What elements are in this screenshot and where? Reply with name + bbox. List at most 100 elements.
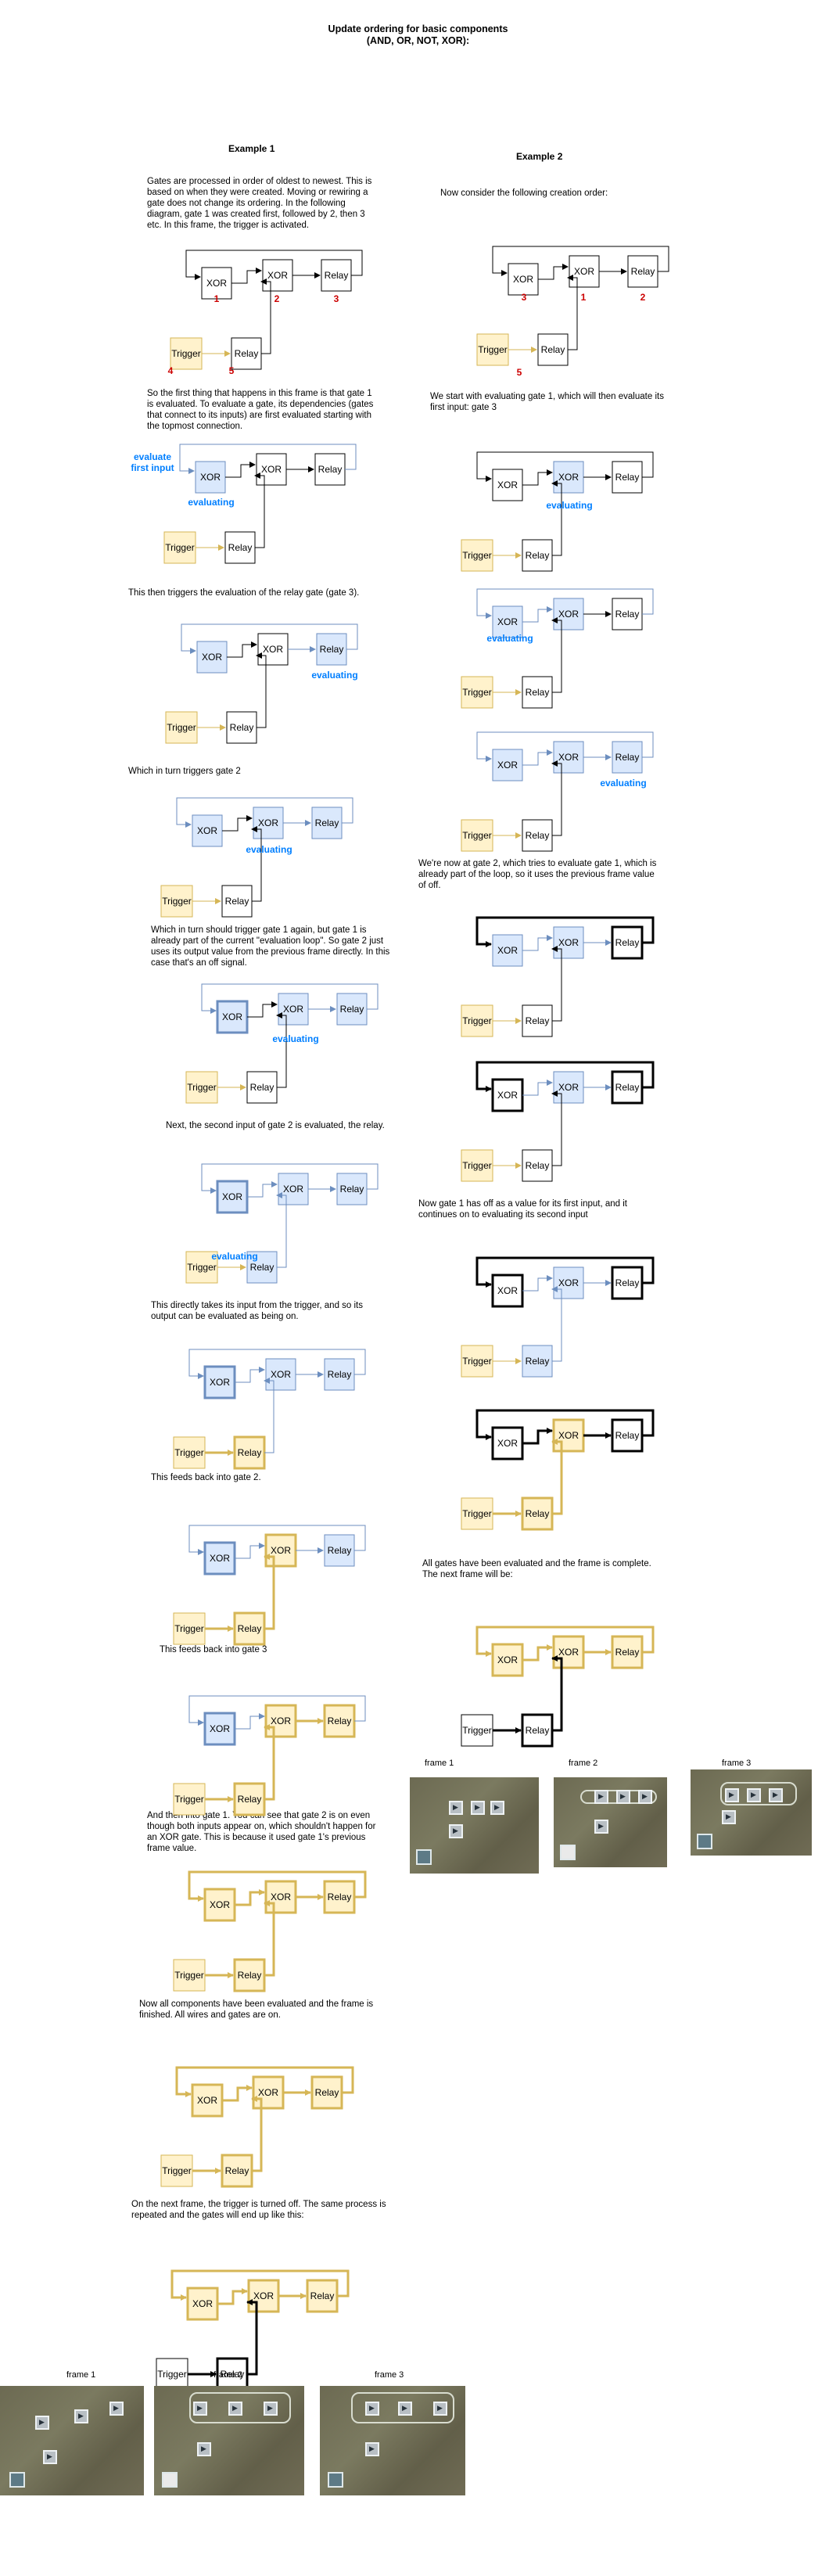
relay-gate <box>612 741 643 774</box>
game-screenshot-frame-1 <box>410 1777 539 1874</box>
gate-number: 3 <box>334 293 339 304</box>
trigger-switch <box>461 1497 493 1530</box>
relay-gate <box>336 993 368 1026</box>
wire <box>222 2085 253 2102</box>
ex1-paragraph: Now all components have been evaluated a… <box>139 1999 374 2020</box>
wire <box>522 1644 553 1662</box>
wire <box>264 1554 275 1630</box>
relay-gate-label: Relay <box>228 542 253 553</box>
xor-gate-label: XOR <box>210 1723 230 1734</box>
xor-gate-label: XOR <box>210 1377 230 1388</box>
relay-gate <box>521 1713 554 1748</box>
xor-gate <box>492 605 523 638</box>
xor-gate-label: XOR <box>197 825 217 836</box>
wire <box>264 1724 275 1801</box>
xor-gate <box>491 1274 524 1308</box>
relay-gate-label: Relay <box>541 344 565 355</box>
wire <box>551 480 562 556</box>
ex1-paragraph: Which in turn triggers gate 2 <box>128 767 241 776</box>
trigger-switch-label: Trigger <box>462 830 492 841</box>
trigger-switch <box>170 337 203 370</box>
ex1-paragraph: Gates are processed in order of oldest t… <box>147 177 372 230</box>
wire <box>188 1525 366 1555</box>
evaluating-label: evaluating <box>486 633 533 644</box>
trigger-switch-label: Trigger <box>174 1623 204 1634</box>
wire <box>247 1001 278 1018</box>
relay-gate-label: Relay <box>615 1277 640 1288</box>
xor-gate-label: XOR <box>558 472 579 483</box>
wire <box>551 760 562 836</box>
wire <box>475 1061 655 1092</box>
xor-gate <box>553 741 584 774</box>
trigger-switch-label: Trigger <box>462 1160 492 1171</box>
gate-number: 1 <box>581 292 587 303</box>
relay-gate-label: Relay <box>526 550 550 561</box>
xor-gate <box>553 1266 584 1299</box>
relay-gate <box>226 711 257 744</box>
example1-heading: Example 1 <box>228 143 275 154</box>
ex1-paragraph: This feeds back into gate 2. <box>151 1473 261 1482</box>
xor-gate-label: XOR <box>258 817 278 828</box>
wire <box>201 1163 379 1194</box>
trigger-switch-label: Trigger <box>187 1082 217 1093</box>
trigger-switch-label: Trigger <box>462 1725 492 1736</box>
wire <box>235 1713 265 1730</box>
wire <box>567 275 578 350</box>
relay-gate-label: Relay <box>238 1970 262 1981</box>
xor-gate-label: XOR <box>271 1892 291 1902</box>
ex1-paragraph: Next, the second input of gate 2 is eval… <box>166 1121 385 1130</box>
trigger-switch-label: Trigger <box>171 348 201 359</box>
wire <box>522 469 553 486</box>
wire <box>235 1543 265 1559</box>
frame-label: frame 2 <box>569 1759 598 1768</box>
relay-gate-label: Relay <box>526 1508 550 1519</box>
trigger-switch-label: Trigger <box>462 687 492 698</box>
wire <box>175 2066 354 2097</box>
wire <box>201 983 379 1014</box>
trigger-switch-label: Trigger <box>174 1794 204 1805</box>
relay-gate-label: Relay <box>526 1356 550 1367</box>
xor-gate-label: XOR <box>497 760 518 771</box>
relay-gate-label: Relay <box>225 2165 249 2176</box>
xor-gate-label: XOR <box>222 1191 242 1202</box>
xor-gate-label: XOR <box>558 752 579 763</box>
wire <box>522 1275 553 1292</box>
wire <box>476 731 654 762</box>
xor-gate-label: XOR <box>267 270 288 281</box>
relay-gate-label: Relay <box>526 1015 550 1026</box>
xor-gate <box>552 1418 585 1453</box>
ex2-paragraph: Now consider the following creation orde… <box>440 189 608 198</box>
xor-gate-label: XOR <box>197 2095 217 2106</box>
xor-gate <box>492 934 523 967</box>
relay-gate <box>310 2075 343 2110</box>
trigger-switch <box>165 711 198 744</box>
relay-gate <box>522 1149 553 1182</box>
evaluating-label: evaluating <box>188 497 234 508</box>
trigger-switch <box>461 1714 493 1747</box>
frame-label: frame 1 <box>66 2370 96 2380</box>
trigger-switch-label: Trigger <box>187 1262 217 1273</box>
trigger-switch-label: Trigger <box>165 542 195 553</box>
wire <box>260 278 271 354</box>
wire <box>551 617 562 693</box>
wire <box>522 935 553 951</box>
gate-number: 4 <box>168 365 174 376</box>
trigger-switch-label: Trigger <box>462 1015 492 1026</box>
relay-gate <box>221 885 253 918</box>
trigger-switch-label: Trigger <box>478 344 508 355</box>
wire <box>551 1090 562 1166</box>
relay-gate-label: Relay <box>221 2369 245 2380</box>
ex2-paragraph: All gates have been evaluated and the fr… <box>422 1559 651 1579</box>
relay-gate-label: Relay <box>320 644 344 655</box>
gate-number: 2 <box>274 293 280 304</box>
game-screenshot-frame-1 <box>0 2386 144 2495</box>
frame-label: frame 3 <box>375 2370 404 2380</box>
xor-gate <box>201 267 232 300</box>
relay-gate <box>611 1070 644 1105</box>
xor-gate-label: XOR <box>513 274 533 285</box>
wire <box>188 1870 367 1902</box>
xor-gate <box>491 1426 524 1460</box>
relay-gate-label: Relay <box>250 1082 274 1093</box>
relay-gate-label: Relay <box>310 2290 335 2301</box>
